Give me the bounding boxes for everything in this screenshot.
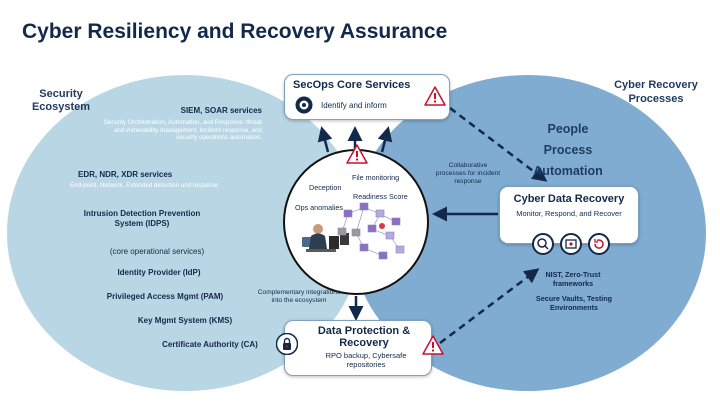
eco-item-pam: Privileged Access Mgmt (PAM) [90,292,240,302]
secops-subtitle: Identify and inform [321,101,387,110]
monitor-icon [532,233,554,255]
ppa-people: People [547,122,589,136]
label-deception: Deception [309,183,342,192]
security-ecosystem-title: Security Ecosystem [31,88,91,113]
complementary-annotation: Complementary integrations into the ecos… [257,289,341,304]
label-ops-anomalies: Ops anomalies [295,203,343,212]
data-protection-box[interactable]: Data Protection & Recovery RPO backup, C… [284,320,432,376]
eco-item-heading: Intrusion Detection Prevention System (I… [83,209,201,228]
center-circle [283,149,429,295]
warning-icon [424,86,446,106]
dashed-arrow-protection-to-recovery [439,268,540,344]
eco-item-siem: SIEM, SOAR services Security Orchestrati… [100,106,262,142]
eco-item-ca: Certificate Authority (CA) [150,340,270,350]
secops-core-services-box[interactable]: SecOps Core Services Identify and inform [284,74,450,120]
cdr-subtitle: Monitor, Respond, and Recover [516,209,622,218]
eco-item-kms: Key Mgmt System (KMS) [110,316,260,326]
ppa-process: Process [543,143,593,157]
eco-item-idps: Intrusion Detection Prevention System (I… [72,209,212,229]
dashed-arrow-secops-to-recovery [449,107,548,182]
cyber-recovery-title: Cyber Recovery Processes [614,79,698,105]
lock-icon [276,333,298,355]
recover-icon [588,233,610,255]
eco-item-idp: Identity Provider (IdP) [84,268,234,278]
eco-item-heading: (core operational services) [109,247,205,256]
eco-item-heading: Certificate Authority (CA) [162,340,258,349]
eco-item-heading: Key Mgmt System (KMS) [137,316,233,325]
eco-item-sub: End-point, Network, Extended detection a… [70,182,219,189]
arrow-up-right [377,126,393,153]
network-nodes [337,202,405,260]
collaborative-annotation: Collaborative processes for incident res… [435,162,501,185]
warning-icon [346,144,368,164]
ppa-automation: Automation [533,164,603,178]
eco-item-edr: EDR, NDR, XDR services End-point, Networ… [70,170,240,190]
eco-item-heading: Privileged Access Mgmt (PAM) [106,292,224,301]
eco-item-heading: SIEM, SOAR services [180,106,262,115]
security-ecosystem-ellipse [7,75,363,391]
label-readiness-score: Readiness Score [353,192,408,201]
eco-item-heading: EDR, NDR, XDR services [78,170,173,179]
frameworks-text: NIST, Zero-Trust frameworks [545,270,601,288]
page-title: Cyber Resiliency and Recovery Assurance [22,20,448,43]
warning-icon [422,335,444,355]
cdr-title: Cyber Data Recovery [513,193,625,205]
eco-item-heading: Identity Provider (IdP) [117,268,201,277]
dp-title: Data Protection & Recovery [317,325,411,349]
label-file-monitoring: File monitoring [352,173,400,182]
eco-item-sub: Security Orchestration, Automation, and … [103,119,262,141]
eye-icon [295,96,313,114]
secops-title: SecOps Core Services [293,79,411,91]
eco-item-core-ops: (core operational services) [82,247,232,256]
arrow-up-left [317,126,333,153]
analyst-figure [302,224,349,252]
vaults-text: Secure Vaults, Testing Environments [535,294,613,312]
dp-subtitle: RPO backup, Cybersafe repositories [325,351,407,369]
cyber-data-recovery-box[interactable]: Cyber Data Recovery Monitor, Respond, an… [499,186,639,244]
respond-icon [560,233,582,255]
